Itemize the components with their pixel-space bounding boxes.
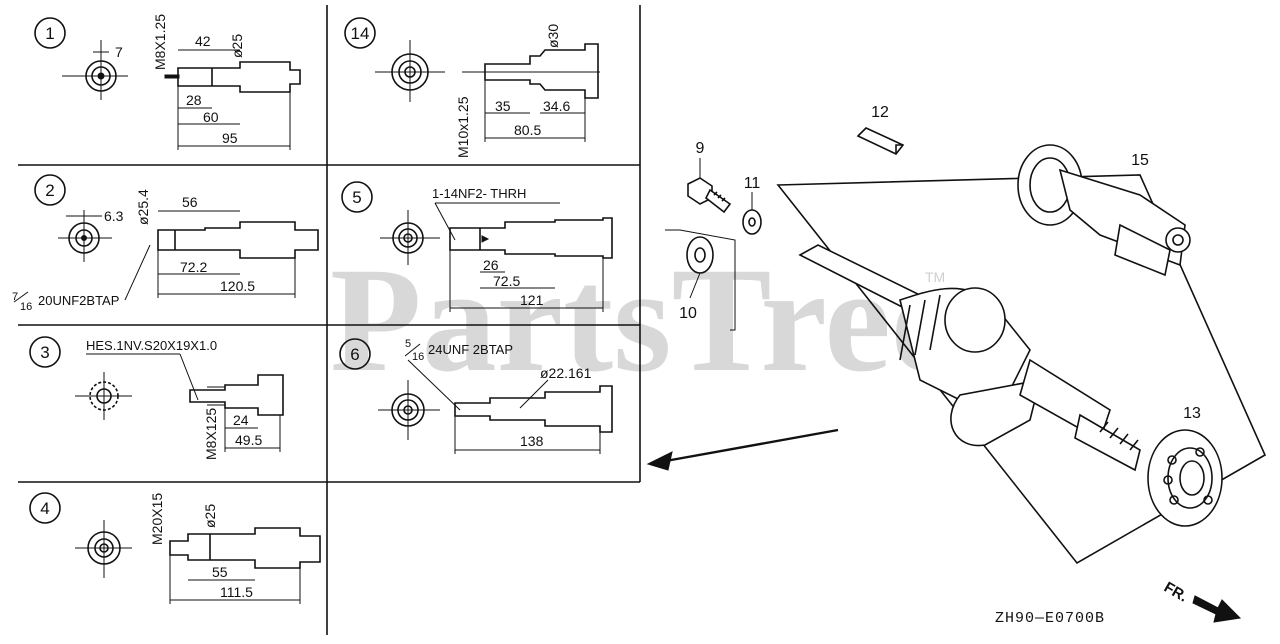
svg-text:24UNF 2BTAP: 24UNF 2BTAP <box>428 342 513 357</box>
svg-text:28: 28 <box>186 92 202 108</box>
crankshaft-drawing <box>899 287 1141 472</box>
variant-index-badge <box>29 336 61 368</box>
diagram-code: ZH90—E0700B <box>995 610 1105 627</box>
svg-text:14: 14 <box>351 24 370 43</box>
svg-text:ø25: ø25 <box>229 34 245 58</box>
svg-text:M8X1.25: M8X1.25 <box>152 14 168 70</box>
variant-panel-6[interactable]: 6 5 16 24UNF 2BTAP ø22.161 138 <box>339 338 613 454</box>
svg-text:49.5: 49.5 <box>235 432 262 448</box>
variant-index-badge <box>34 17 66 49</box>
svg-text:60: 60 <box>203 109 219 125</box>
svg-text:138: 138 <box>520 433 544 449</box>
bearing-drawing <box>1147 429 1223 527</box>
variant-grid <box>18 5 641 635</box>
svg-text:111.5: 111.5 <box>220 584 253 600</box>
bolt-drawing <box>687 177 732 214</box>
svg-text:24: 24 <box>233 412 249 428</box>
part-number-12[interactable]: 12 <box>871 104 889 121</box>
crankshaft-15-drawing <box>1017 144 1191 277</box>
part-number-10[interactable]: 10 <box>679 305 697 322</box>
svg-text:121: 121 <box>520 292 544 308</box>
svg-text:55: 55 <box>212 564 228 580</box>
variant-index: 1 <box>45 24 54 43</box>
svg-text:ø25: ø25 <box>202 504 218 528</box>
variant-panel-14[interactable]: 14 ø30 M10x1.25 35 34.6 80.5 <box>344 17 600 158</box>
svg-text:80.5: 80.5 <box>514 122 541 138</box>
washer-10-drawing <box>686 236 714 274</box>
svg-text:20UNF2BTAP: 20UNF2BTAP <box>38 293 119 308</box>
svg-text:3: 3 <box>40 343 49 362</box>
svg-text:M20X15: M20X15 <box>149 493 165 545</box>
svg-text:ø25.4: ø25.4 <box>135 189 151 225</box>
svg-text:1-14NF2- THRH: 1-14NF2- THRH <box>432 186 526 201</box>
variant-index-badge <box>29 492 61 524</box>
svg-text:6: 6 <box>350 345 359 364</box>
washer-11-drawing <box>742 209 762 235</box>
part-number-13[interactable]: 13 <box>1183 405 1201 422</box>
svg-text:5: 5 <box>405 338 411 350</box>
svg-text:2: 2 <box>45 181 54 200</box>
svg-text:56: 56 <box>182 194 198 210</box>
part-number-11[interactable]: 11 <box>744 175 761 192</box>
svg-text:HES.1NV.S20X19X1.0: HES.1NV.S20X19X1.0 <box>86 338 217 353</box>
svg-text:72.5: 72.5 <box>493 273 520 289</box>
variant-index-badge <box>341 181 373 213</box>
variant-panel-1[interactable]: 1 7 42 M8X1.25 ø25 28 60 95 <box>34 14 301 150</box>
svg-text:35: 35 <box>495 98 511 114</box>
front-label: FR. <box>1161 579 1242 623</box>
variant-panel-3[interactable]: 3 HES.1NV.S20X19X1.0 M8X125 24 49.5 <box>29 336 284 460</box>
variant-index-badge <box>344 17 376 49</box>
svg-text:4: 4 <box>40 499 49 518</box>
svg-text:ø22.161: ø22.161 <box>540 365 592 381</box>
svg-text:16: 16 <box>20 301 32 313</box>
svg-text:6.3: 6.3 <box>104 208 124 224</box>
svg-text:7: 7 <box>12 291 18 303</box>
svg-text:16: 16 <box>412 351 424 363</box>
part-number-9[interactable]: 9 <box>696 140 705 157</box>
svg-text:7: 7 <box>115 44 123 60</box>
svg-text:FR.: FR. <box>1161 579 1190 606</box>
variant-panel-5[interactable]: 5 1-14NF2- THRH 26 72.5 121 <box>341 181 613 312</box>
variant-index-badge <box>34 174 66 206</box>
watermark-tm: TM <box>925 269 945 285</box>
variant-index-badge <box>339 338 371 370</box>
svg-text:42: 42 <box>195 33 211 49</box>
part-number-15[interactable]: 15 <box>1131 152 1149 169</box>
svg-text:34.6: 34.6 <box>543 98 570 114</box>
key-drawing <box>856 127 905 155</box>
svg-text:72.2: 72.2 <box>180 259 207 275</box>
svg-text:ø30: ø30 <box>545 24 561 48</box>
svg-text:95: 95 <box>222 130 238 146</box>
front-direction-arrow <box>646 428 839 471</box>
svg-text:120.5: 120.5 <box>220 278 255 294</box>
exploded-assembly: 9 11 10 12 15 13 <box>646 104 1267 565</box>
svg-text:M10x1.25: M10x1.25 <box>455 96 471 158</box>
variant-panel-4[interactable]: 4 M20X15 ø25 55 111.5 <box>29 492 321 604</box>
svg-text:5: 5 <box>352 188 361 207</box>
variant-panel-2[interactable]: 2 6.3 ø25.4 56 72.2 120.5 7 16 20UNF2BTA… <box>12 174 319 313</box>
svg-text:M8X125: M8X125 <box>203 408 219 460</box>
watermark-text: PartsTree <box>330 237 957 403</box>
svg-text:26: 26 <box>483 257 499 273</box>
